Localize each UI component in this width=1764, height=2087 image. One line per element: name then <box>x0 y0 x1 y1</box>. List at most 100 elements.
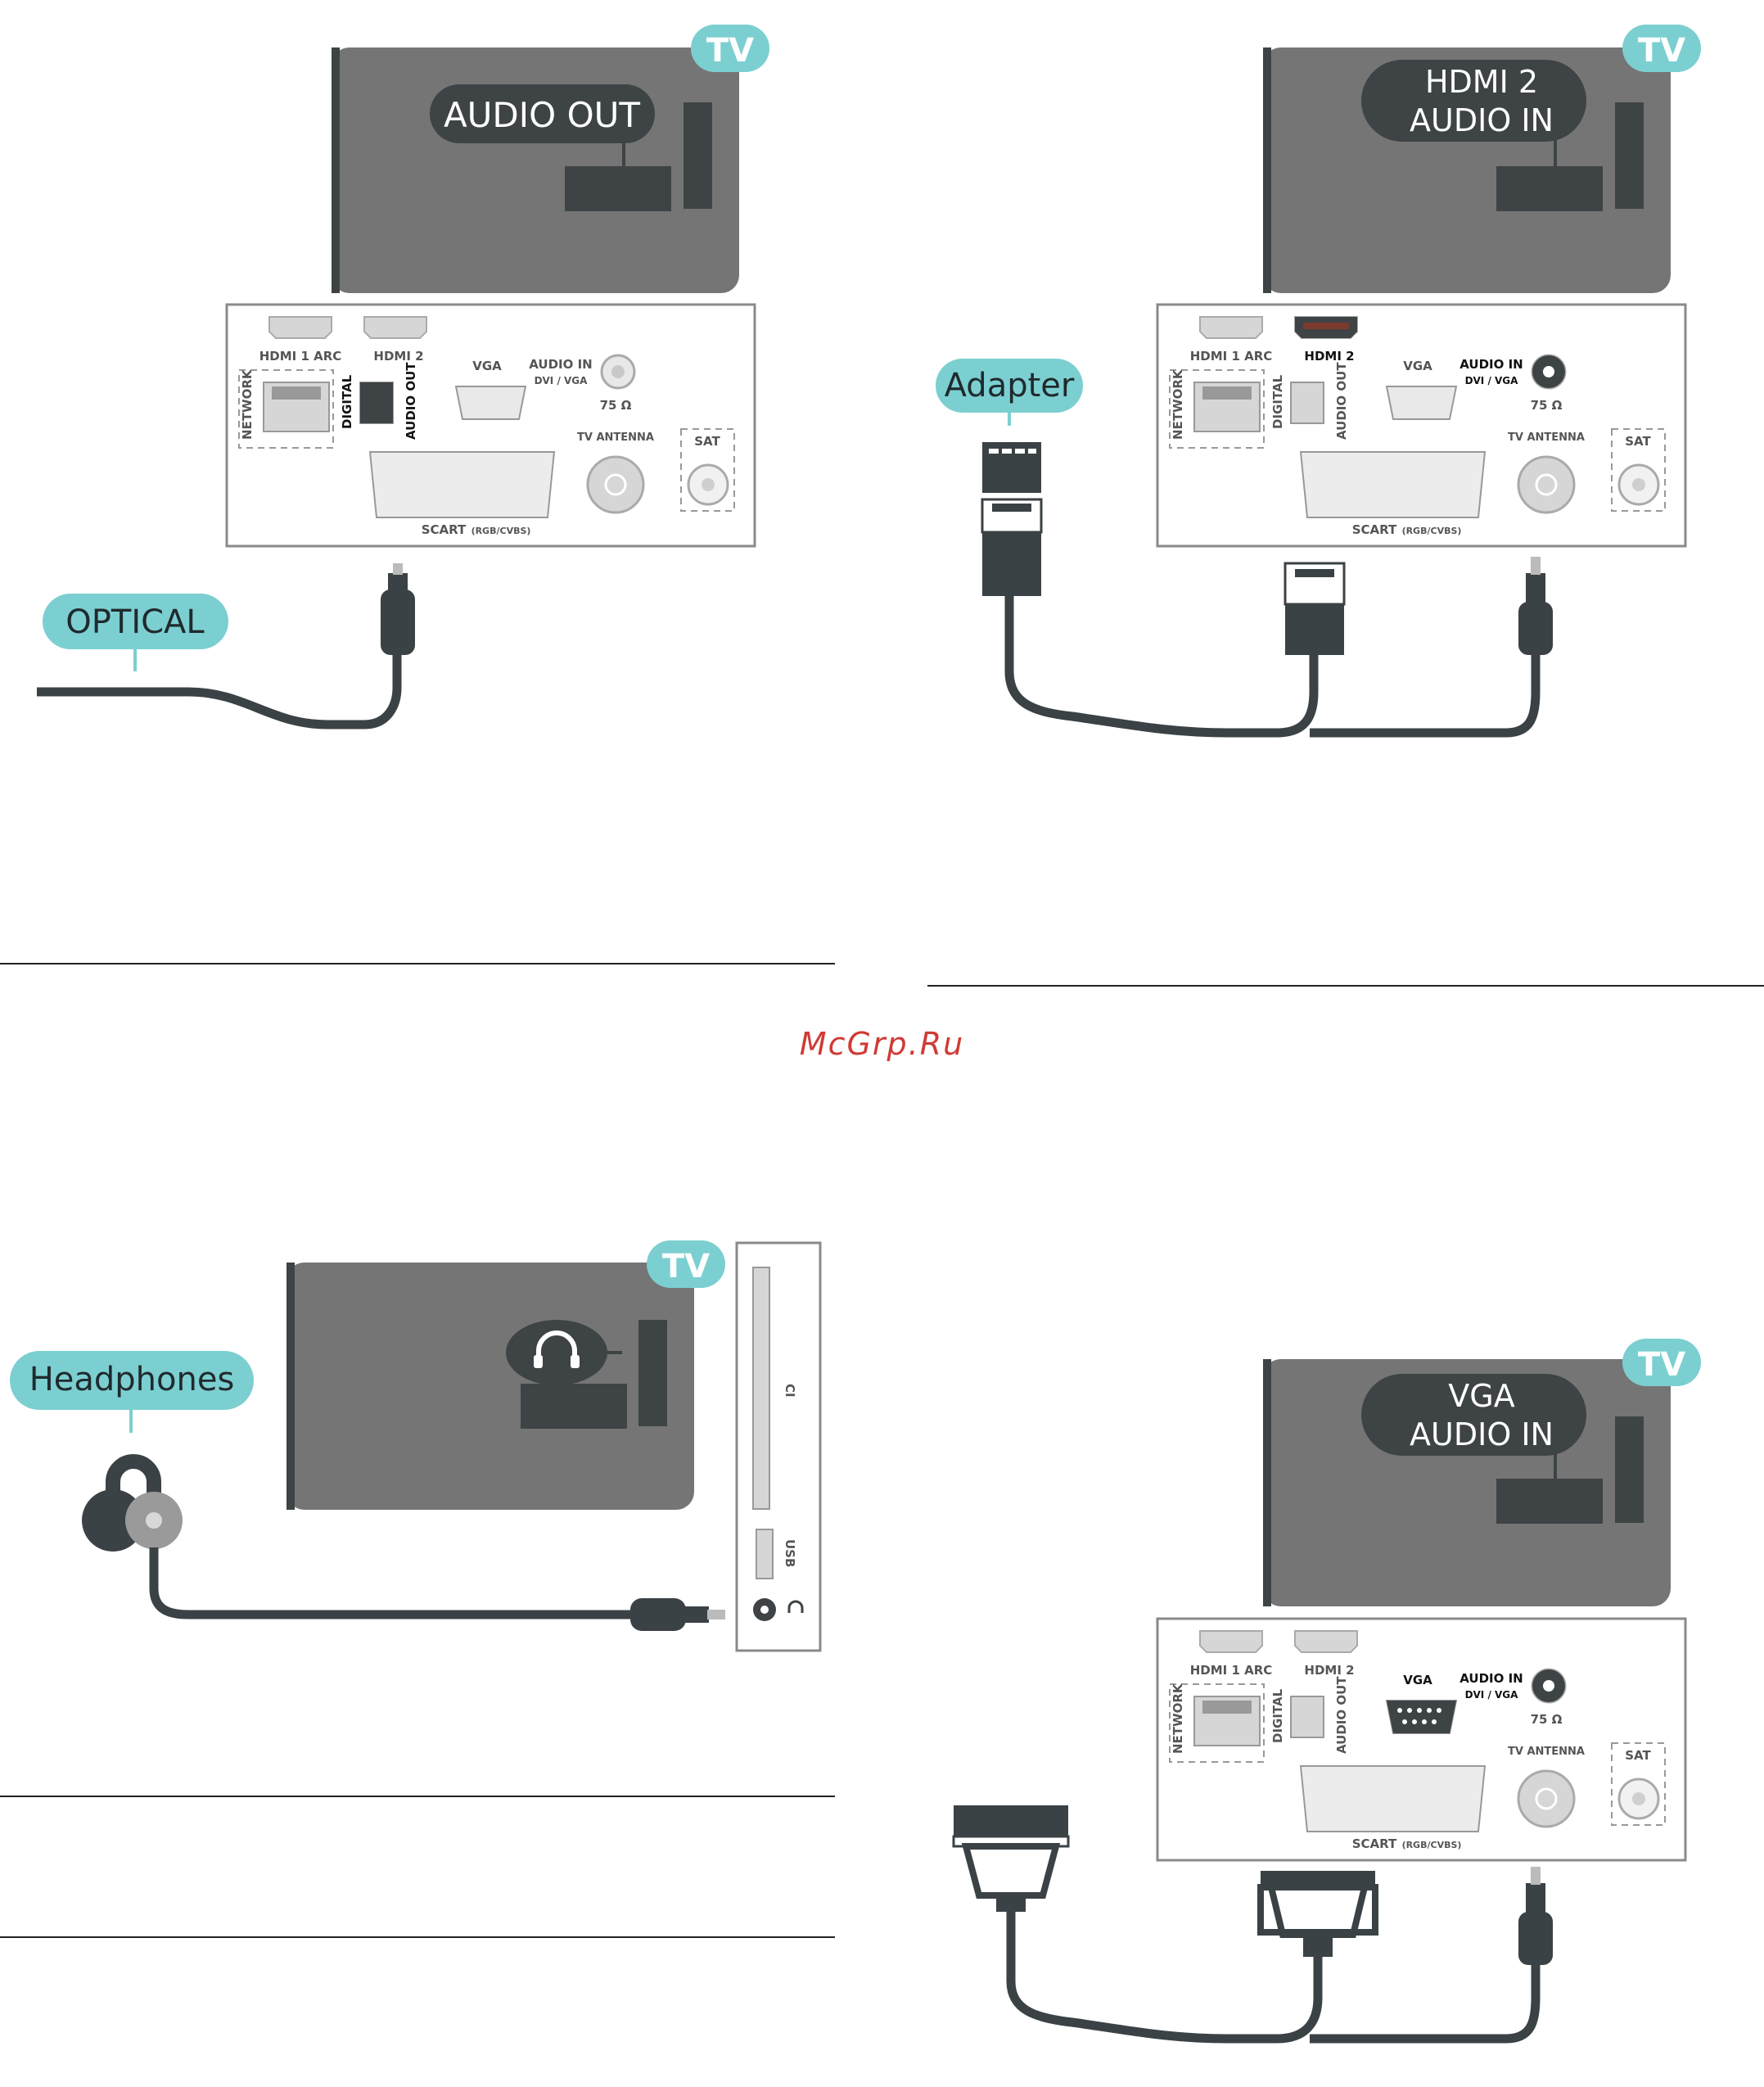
optical-diagram: AUDIO OUT TV HDMI 1 ARC HDMI 2 NETWORK D… <box>37 25 769 730</box>
label-scart: SCART <box>422 522 467 537</box>
label-network: NETWORK <box>240 368 255 440</box>
tv-badge-bg <box>1622 1339 1701 1386</box>
label-digital: DIGITAL <box>1270 374 1285 429</box>
tv-left-edge <box>332 47 340 293</box>
tv-left-edge <box>1263 1359 1271 1606</box>
headphone-glyph-icon <box>536 1330 577 1363</box>
label-scart: SCART <box>1352 522 1397 537</box>
ci-slot <box>752 1267 770 1510</box>
label-scart: SCART <box>1352 1836 1397 1851</box>
audio-cable <box>1310 655 1541 738</box>
label-hdmi1: HDMI 1 ARC <box>1190 349 1273 364</box>
cable-label: Adapter <box>945 367 1075 404</box>
headphone-label-pill <box>506 1320 607 1385</box>
vga-diagram: VGA AUDIO IN TV HDMI 1 ARC HDMI 2 NETWOR… <box>952 1339 1701 2044</box>
audio-cable <box>1310 1965 1541 2044</box>
label-audio-out: AUDIO OUT <box>1334 362 1349 440</box>
headphone-plug <box>630 1598 686 1631</box>
label-audio-in: AUDIO IN <box>1459 1671 1523 1686</box>
label-tv-antenna: TV ANTENNA <box>577 431 654 444</box>
usb-port <box>756 1529 774 1579</box>
label-vga: VGA <box>1403 1673 1432 1687</box>
port-label-pill <box>430 84 655 143</box>
side-panel <box>735 1241 822 1652</box>
label-hdmi2: HDMI 2 <box>373 349 423 364</box>
cable-label-pill <box>43 594 228 649</box>
label-scart-sub: (RGB/CVBS) <box>1402 1840 1462 1850</box>
tv-port-block <box>521 1384 627 1429</box>
headphone-port-icon <box>787 1600 804 1613</box>
tv-port-slot <box>1615 1416 1644 1523</box>
label-audio-in: AUDIO IN <box>1459 357 1523 372</box>
port-label-pill <box>1361 1374 1586 1456</box>
cable-label: OPTICAL <box>65 603 205 641</box>
tv-port-block <box>1496 166 1603 211</box>
label-audio-in: AUDIO IN <box>529 357 592 372</box>
tv-port-slot <box>683 102 712 209</box>
label-sat: SAT <box>1625 434 1651 449</box>
jack-plug <box>1518 1912 1553 1965</box>
label-hdmi2: HDMI 2 <box>1304 1663 1354 1678</box>
port-label-line1: VGA <box>1448 1378 1514 1414</box>
label-vga: VGA <box>472 359 502 373</box>
vga-cable <box>1006 1912 1323 2044</box>
connector-panel-labels: HDMI 1 ARC HDMI 2 NETWORK DIGITAL AUDIO … <box>1171 1663 1652 1851</box>
vga-plug-left <box>952 1805 1070 1912</box>
adapter-cable <box>1004 596 1319 738</box>
tv-port-block <box>565 166 671 211</box>
headphones-cable <box>149 1547 647 1619</box>
label-sat: SAT <box>1625 1748 1651 1763</box>
label-sat: SAT <box>694 434 720 449</box>
label-ohm: 75 Ω <box>1531 1712 1563 1727</box>
label-audio-out: AUDIO OUT <box>404 362 418 440</box>
label-audio-in-sub: DVI / VGA <box>535 375 589 386</box>
connector-panel-labels: HDMI 1 ARC HDMI 2 NETWORK DIGITAL AUDIO … <box>240 349 721 537</box>
connector-panel <box>1156 1617 1687 1862</box>
label-audio-in-sub: DVI / VGA <box>1465 375 1519 386</box>
label-hdmi1: HDMI 1 ARC <box>259 349 342 364</box>
cable-label-pill <box>936 359 1083 413</box>
tv-badge: TV <box>706 32 754 70</box>
label-scart-sub: (RGB/CVBS) <box>471 526 531 536</box>
label-network: NETWORK <box>1171 1683 1185 1754</box>
side-usb-label: USB <box>783 1539 797 1567</box>
label-ohm: 75 Ω <box>600 398 632 413</box>
tv-badge-bg <box>691 25 769 72</box>
label-audio-in-sub: DVI / VGA <box>1465 1689 1519 1701</box>
label-audio-out: AUDIO OUT <box>1334 1676 1349 1754</box>
tv-badge-bg <box>1622 25 1701 72</box>
label-digital: DIGITAL <box>1270 1688 1285 1743</box>
label-hdmi1: HDMI 1 ARC <box>1190 1663 1273 1678</box>
label-network: NETWORK <box>1171 368 1185 440</box>
tv-port-slot <box>638 1320 667 1426</box>
connector-panel <box>225 303 756 548</box>
side-ci-label: CI <box>783 1384 797 1398</box>
tv-port-slot <box>1615 102 1644 209</box>
port-label-line1: HDMI 2 <box>1425 64 1538 100</box>
label-digital: DIGITAL <box>340 374 354 429</box>
label-scart-sub: (RGB/CVBS) <box>1402 526 1462 536</box>
optical-cable <box>37 647 402 730</box>
tv-body <box>286 1263 694 1510</box>
jack-plug <box>1518 602 1553 655</box>
tv-badge: TV <box>1638 32 1685 70</box>
tv-badge: TV <box>662 1248 710 1285</box>
headphones-diagram: TV CI USB Headphones <box>10 1240 822 1652</box>
port-label: AUDIO OUT <box>444 95 640 135</box>
label-hdmi2: HDMI 2 <box>1304 349 1354 364</box>
connector-panel-labels: HDMI 1 ARC HDMI 2 NETWORK DIGITAL AUDIO … <box>1171 349 1652 537</box>
port-label-line2: AUDIO IN <box>1410 102 1554 138</box>
tv-left-edge <box>286 1263 295 1510</box>
tv-left-edge <box>1263 47 1271 293</box>
cable-label-pill <box>10 1351 254 1410</box>
tv-badge: TV <box>1638 1346 1685 1384</box>
label-tv-antenna: TV ANTENNA <box>1508 431 1585 444</box>
tv-port-block <box>1496 1479 1603 1524</box>
port-label-pill <box>1361 60 1586 142</box>
hdmi-plug <box>1285 602 1344 655</box>
label-tv-antenna: TV ANTENNA <box>1508 1746 1585 1758</box>
vga-plug-center <box>1257 1871 1378 1957</box>
hdmi-diagram: HDMI 2 AUDIO IN TV HDMI 1 ARC HDMI 2 NET… <box>936 25 1701 738</box>
